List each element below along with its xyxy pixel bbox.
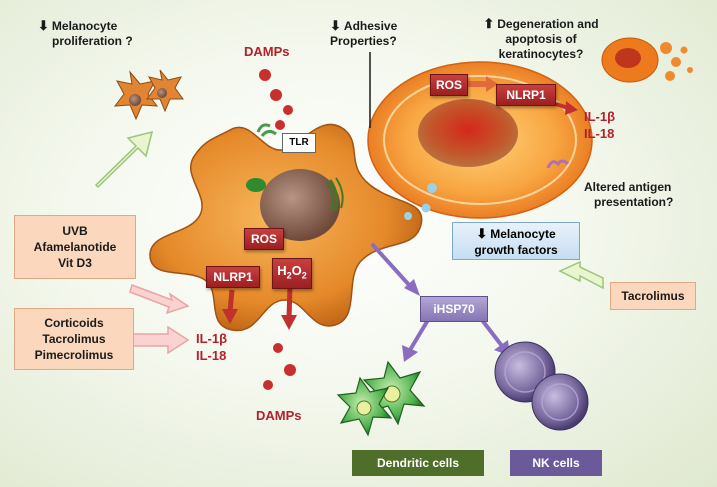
ros-keratinocyte-box: ROS xyxy=(430,74,468,96)
melanocyte-proliferation-label: ⬇Melanocyte proliferation ? xyxy=(38,18,133,49)
vitd3-line: Vit D3 xyxy=(58,256,92,270)
il18-left: IL-18 xyxy=(196,348,227,363)
adhesive-properties-label: ⬇Adhesive Properties? xyxy=(330,18,397,49)
tacrolimus-treatment-box: Tacrolimus xyxy=(610,282,696,310)
h2o2-o: O xyxy=(291,263,302,278)
dendritic-cells-label: Dendritic cells xyxy=(352,450,484,476)
corticoids-treatment-box: Corticoids Tacrolimus Pimecrolimus xyxy=(14,308,134,370)
adhesive-line2: Properties? xyxy=(330,34,397,48)
damps-bottom-label: DAMPs xyxy=(256,408,302,423)
h2o2-sub2: 2 xyxy=(301,270,307,281)
adhesive-line1: Adhesive xyxy=(343,19,398,33)
altered-antigen-label: Altered antigen presentation? xyxy=(584,180,673,210)
degeneration-line2: apoptosis of xyxy=(505,32,577,46)
damps-particles-bottom xyxy=(263,343,296,390)
tlr-label: TLR xyxy=(282,133,316,153)
corticoids-line: Corticoids xyxy=(44,316,104,330)
small-melanocytes xyxy=(113,69,184,121)
uvb-line: UVB xyxy=(62,224,88,238)
il1b-left: IL-1β xyxy=(196,331,228,346)
ihsp70-box: iHSP70 xyxy=(420,296,488,322)
altered-line2: presentation? xyxy=(594,195,674,209)
uvb-treatment-box: UVB Afamelanotide Vit D3 xyxy=(14,215,136,279)
nk-cells-label: NK cells xyxy=(510,450,602,476)
apoptotic-keratinocyte xyxy=(601,37,693,83)
pink-arrows xyxy=(129,284,190,355)
pimecrolimus-line: Pimecrolimus xyxy=(34,348,114,362)
up-arrow-icon: ⬆ xyxy=(483,16,495,31)
melanocyte-proliferation-line1: Melanocyte xyxy=(51,19,118,33)
il-left-label: IL-1β IL-18 xyxy=(196,330,227,364)
tacrolimus-line: Tacrolimus xyxy=(42,332,106,346)
vesicles xyxy=(404,183,437,220)
altered-line1: Altered antigen xyxy=(584,180,672,194)
melanocyte-proliferation-line2: proliferation ? xyxy=(52,34,133,48)
dendritic-cells xyxy=(336,360,426,437)
red-arrows xyxy=(222,76,578,330)
ros-melanocyte-box: ROS xyxy=(244,228,284,250)
nlrp1-keratinocyte-box: NLRP1 xyxy=(496,84,556,106)
damps-top-label: DAMPs xyxy=(244,44,290,59)
growth-line2: growth factors xyxy=(474,243,558,257)
growth-line1: Melanocyte xyxy=(490,227,556,241)
il1b-right: IL-1β xyxy=(584,109,616,124)
h2o2-h: H xyxy=(277,263,287,278)
tlr-receptor xyxy=(256,123,277,137)
down-arrow-icon: ⬇ xyxy=(38,18,49,33)
damps-particles-top xyxy=(259,69,293,130)
nlrp1-melanocyte-box: NLRP1 xyxy=(206,266,260,288)
il-right-label: IL-1β IL-18 xyxy=(584,108,615,142)
afamelanotide-line: Afamelanotide xyxy=(33,240,117,254)
down-arrow-icon: ⬇ xyxy=(330,18,341,33)
degeneration-line3: keratinocytes? xyxy=(498,47,584,61)
degeneration-label: ⬆Degeneration and apoptosis of keratinoc… xyxy=(478,16,604,62)
il18-right: IL-18 xyxy=(584,126,615,141)
h2o2-box: H2O2 xyxy=(272,258,312,289)
growth-factors-box: ⬇Melanocyte growth factors xyxy=(452,222,580,260)
green-arrows xyxy=(94,130,604,290)
degeneration-line1: Degeneration and xyxy=(497,17,599,31)
down-arrow-icon: ⬇ xyxy=(476,226,488,241)
antigen-receptor xyxy=(546,159,570,169)
h2o2-sub1: 2 xyxy=(286,270,292,281)
nk-cells xyxy=(494,341,589,431)
